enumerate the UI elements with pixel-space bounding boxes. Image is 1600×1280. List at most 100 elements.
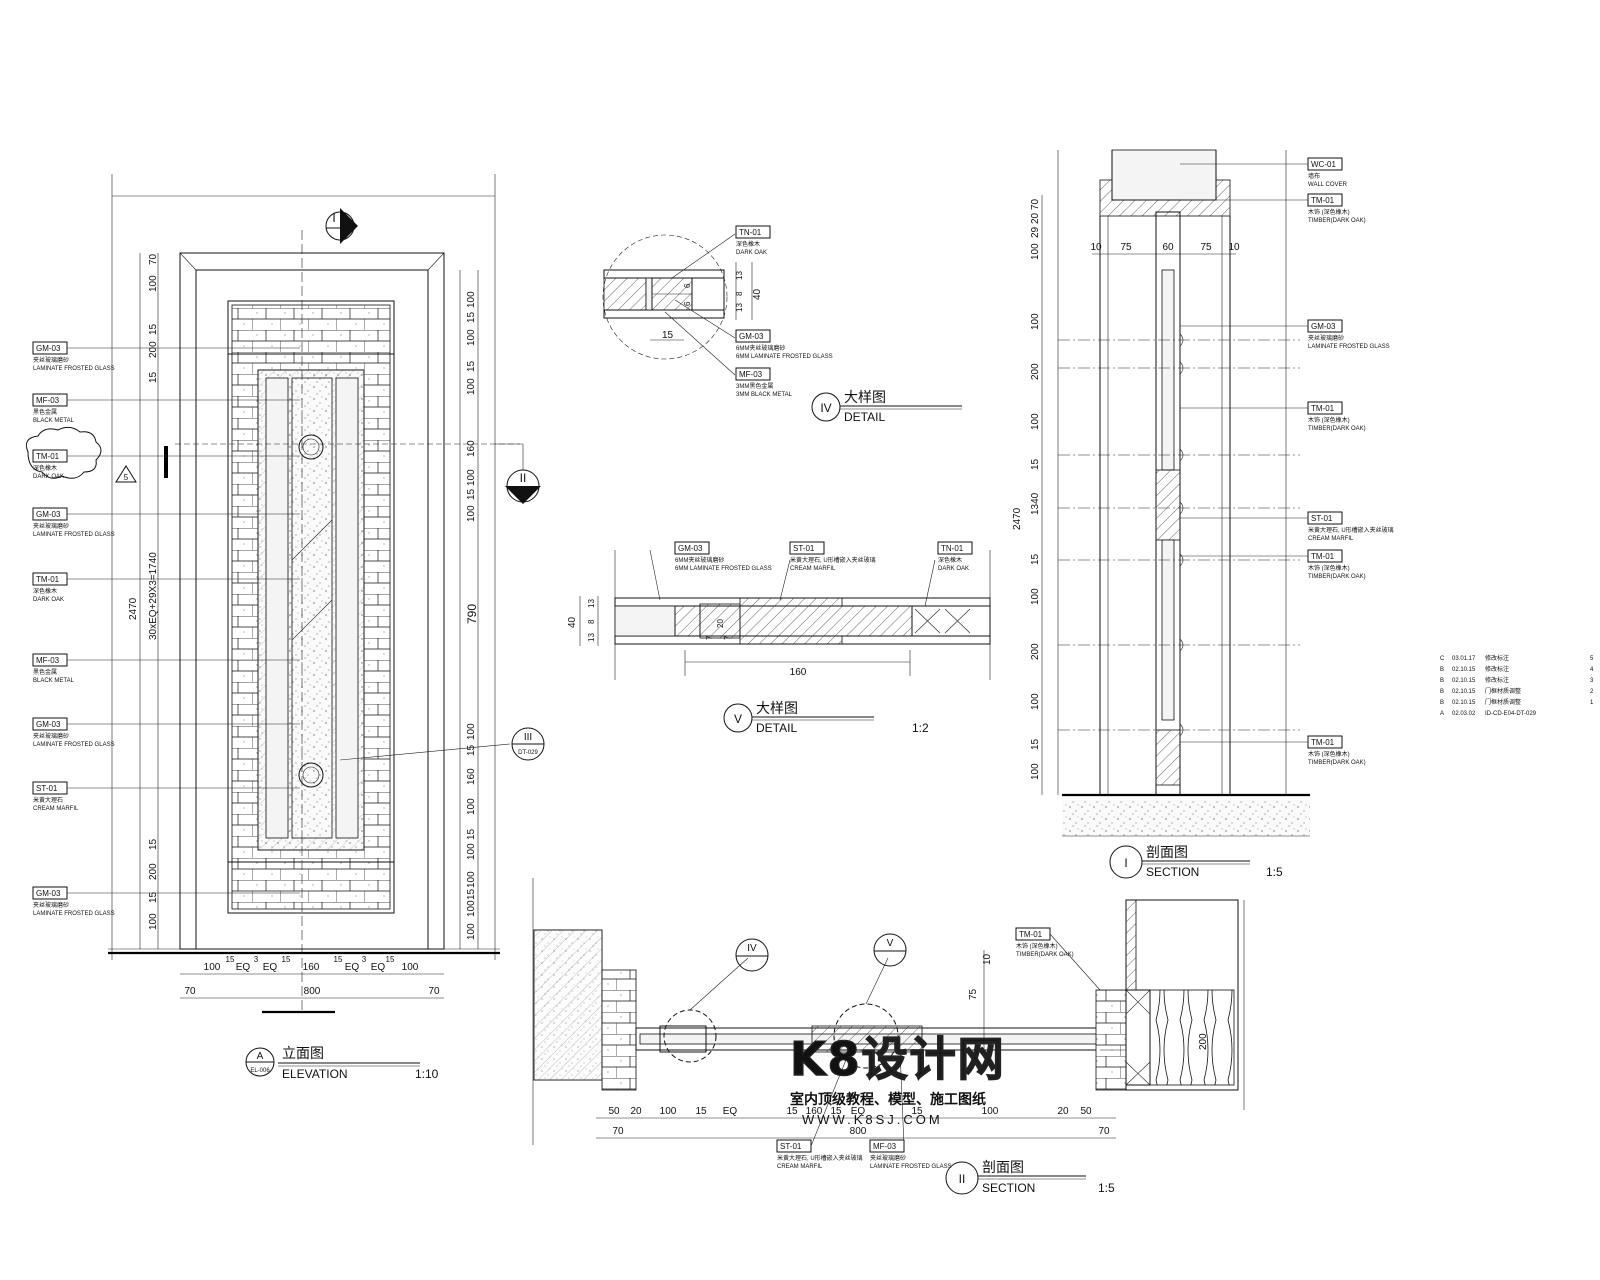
dimension-label: 50 (608, 1106, 620, 1117)
svg-text:II: II (520, 471, 527, 485)
svg-text:1:5: 1:5 (1266, 865, 1283, 879)
dimension-label: 100 (402, 962, 419, 973)
dimension-label: 15 (830, 1106, 842, 1117)
dimension-label: 200 (148, 341, 159, 358)
material-name-cn: 木饰 (深色橡木) (1308, 750, 1350, 758)
svg-text:02.03.02: 02.03.02 (1452, 711, 1476, 717)
dimension-label: 20 (1057, 1106, 1069, 1117)
material-name-cn: 米黄大理石, U形槽嵌入夹丝玻璃 (1308, 526, 1394, 534)
dimension-label: 15 (466, 311, 477, 323)
svg-text:1:2: 1:2 (912, 721, 929, 735)
dimension-label: 15 (1030, 553, 1041, 565)
material-name-cn: 夹丝玻璃磨砂 (33, 732, 69, 740)
dimension-label: 15 (466, 360, 477, 372)
svg-text:4: 4 (1590, 667, 1594, 673)
dimension-label: 100 (466, 923, 477, 940)
dimension-label: 70 (612, 1126, 624, 1137)
section-i-view: 10 75 60 75 10 7020291001002001001513402… (1012, 149, 1394, 879)
svg-text:7: 7 (723, 635, 732, 640)
material-code: MF-03 (873, 1142, 897, 1151)
dimension-label: 800 (304, 986, 321, 997)
svg-text:门框材质调整: 门框材质调整 (1485, 698, 1521, 706)
dimension-label: 100 (1030, 693, 1041, 710)
svg-text:13: 13 (735, 271, 744, 280)
svg-text:02.10.15: 02.10.15 (1452, 689, 1476, 695)
dimension-label: 1340 (1030, 492, 1041, 515)
svg-text:5: 5 (124, 473, 129, 482)
dimension-label: 15 (786, 1106, 798, 1117)
dimension-label: 30xEQ+29X3=1740 (148, 552, 159, 640)
dimension-label: 15 (466, 888, 477, 900)
material-name-en: BLACK METAL (33, 678, 75, 684)
dimension-label: 15 (282, 955, 291, 964)
svg-text:02.10.15: 02.10.15 (1452, 700, 1476, 706)
material-name-en: DARK OAK (736, 250, 767, 256)
dimension-label: 100 (1030, 588, 1041, 605)
material-name-en: TIMBER(DARK OAK) (1016, 952, 1074, 958)
material-name-en: CREAM MARFIL (1308, 536, 1354, 542)
svg-text:5: 5 (1590, 656, 1594, 662)
svg-text:10: 10 (1090, 242, 1102, 253)
material-code: TM-01 (36, 452, 60, 461)
elevation-right-dims: 1001510015100160100151007901001516010015… (459, 270, 479, 949)
svg-text:8: 8 (587, 619, 596, 624)
svg-text:SECTION: SECTION (982, 1181, 1035, 1195)
material-code: TM-01 (1311, 196, 1335, 205)
svg-text:A: A (1440, 711, 1444, 717)
dimension-label: 200 (1030, 643, 1041, 660)
dimension-label: 160 (466, 768, 477, 785)
material-code: MF-03 (739, 370, 763, 379)
dimension-label: 100 (1030, 413, 1041, 430)
svg-text:剖面图: 剖面图 (982, 1159, 1024, 1175)
svg-text:6: 6 (683, 301, 692, 306)
dimension-label: 15 (148, 371, 159, 383)
dimension-label: 100 (466, 723, 477, 740)
material-code: ST-01 (793, 544, 815, 553)
dimension-label: 70 (184, 986, 196, 997)
dimension-label: EQ (723, 1106, 738, 1117)
material-code: ST-01 (780, 1142, 802, 1151)
dimension-label: 100 (466, 329, 477, 346)
dimension-label: 15 (148, 891, 159, 903)
svg-text:6: 6 (683, 283, 692, 288)
dimension-label: 100 (204, 962, 221, 973)
material-code: TN-01 (941, 544, 964, 553)
dimension-label: 70 (148, 253, 159, 265)
svg-text:修改标注: 修改标注 (1485, 654, 1509, 662)
material-name-en: LAMINATE FROSTED GLASS (33, 742, 115, 748)
svg-text:1: 1 (1590, 700, 1594, 706)
dimension-label: 2470 (1012, 507, 1023, 530)
dimension-label: 160 (466, 440, 477, 457)
material-name-cn: 夹丝玻璃磨砂 (33, 356, 69, 364)
svg-text:10: 10 (982, 953, 993, 965)
dimension-label: 15 (148, 323, 159, 335)
svg-text:修改标注: 修改标注 (1485, 676, 1509, 684)
material-code: GM-03 (1311, 322, 1336, 331)
dimension-label: 15 (1030, 738, 1041, 750)
material-name-cn: 木饰 (深色橡木) (1308, 416, 1350, 424)
svg-text:ID-CD-E04-DT-029: ID-CD-E04-DT-029 (1485, 711, 1537, 717)
svg-text:I: I (1124, 856, 1127, 870)
svg-text:V: V (734, 712, 742, 726)
material-name-en: 6MM LAMINATE FROSTED GLASS (736, 354, 833, 360)
svg-text:7: 7 (705, 635, 714, 640)
detail-marker-iii: III DT-029 (339, 727, 545, 761)
svg-text:C: C (1440, 656, 1445, 662)
dimension-label: 100 (660, 1106, 677, 1117)
dimension-label: 3 (254, 955, 259, 964)
svg-text:IV: IV (747, 943, 757, 954)
dimension-label: 15 (466, 828, 477, 840)
